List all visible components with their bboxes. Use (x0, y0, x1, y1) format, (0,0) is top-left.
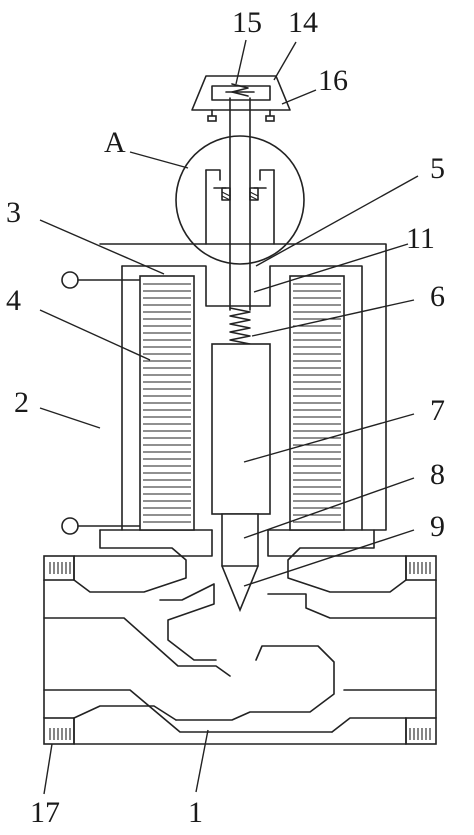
coil-windings (139, 275, 345, 531)
label-2: 2 (14, 386, 29, 419)
seal-right (249, 187, 259, 201)
plunger (211, 343, 271, 515)
top-cap (191, 75, 291, 122)
label-8: 8 (430, 458, 445, 491)
leader-lines (39, 39, 419, 795)
right-flange-bottom (405, 717, 437, 745)
stem (229, 97, 251, 311)
label-a: A (104, 126, 126, 159)
part-labels: 15 14 16 A 5 3 11 6 4 2 7 8 9 1 17 (6, 6, 445, 829)
label-16: 16 (318, 64, 348, 97)
label-4: 4 (6, 284, 21, 317)
label-11: 11 (406, 222, 435, 255)
label-3: 3 (6, 196, 21, 229)
right-flange-top (405, 555, 437, 581)
seal-left (221, 187, 231, 201)
valve-body (43, 529, 437, 745)
label-17: 17 (30, 796, 60, 829)
terminal-top (61, 271, 79, 289)
label-6: 6 (430, 280, 445, 313)
detail-a-region (175, 135, 305, 265)
needle-valve-core (221, 513, 259, 613)
label-1: 1 (188, 796, 203, 829)
label-15: 15 (232, 6, 262, 39)
label-7: 7 (430, 394, 445, 427)
label-5: 5 (430, 152, 445, 185)
coil-housing (61, 243, 387, 535)
small-spring (231, 83, 249, 97)
left-flange-bottom (43, 717, 75, 745)
flange-knurl (49, 562, 431, 740)
terminal-bottom (61, 517, 79, 535)
label-9: 9 (430, 510, 445, 543)
left-flange-top (43, 555, 75, 581)
detail-a-circle (175, 135, 305, 265)
spring (229, 307, 251, 345)
label-14: 14 (288, 6, 318, 39)
